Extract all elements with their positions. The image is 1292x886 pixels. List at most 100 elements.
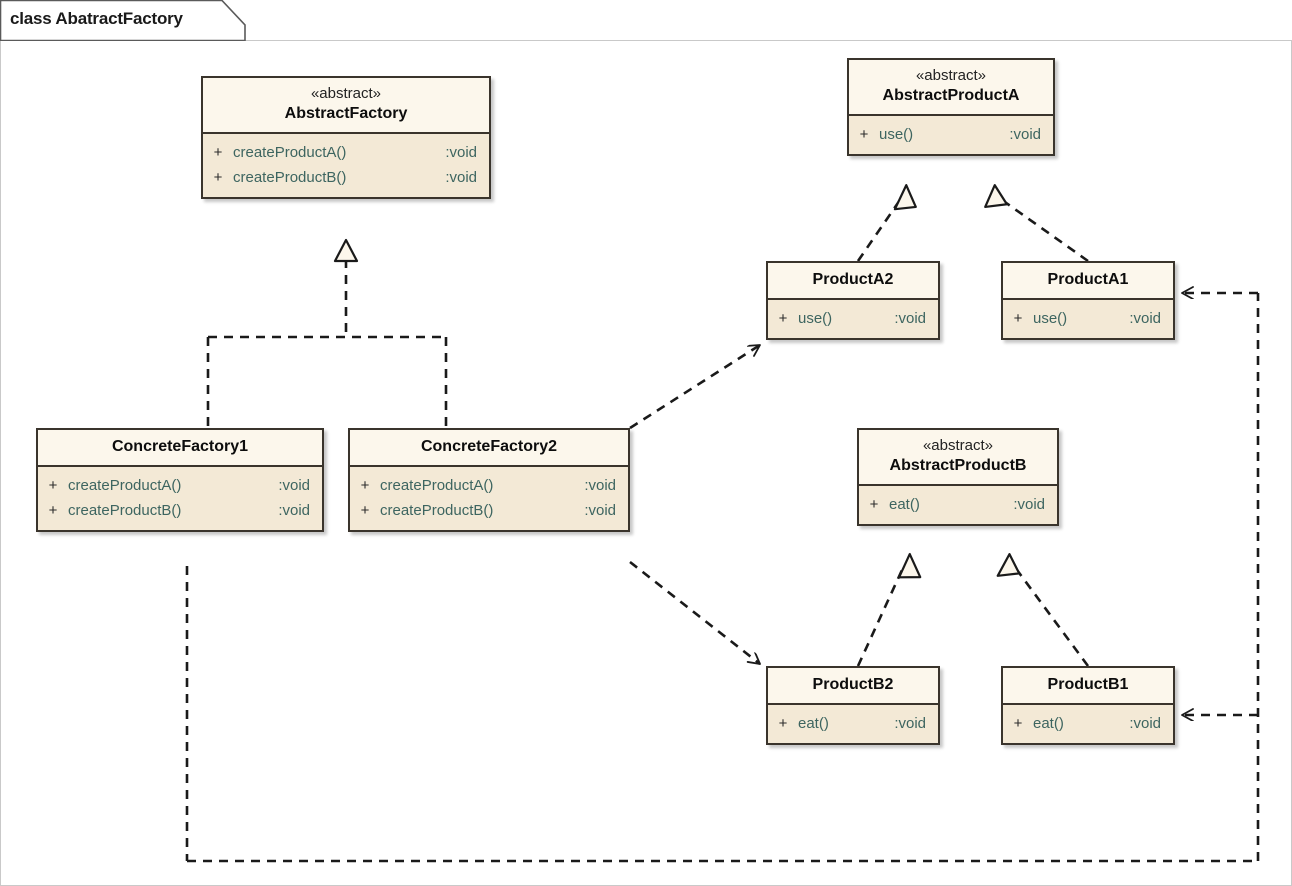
member-type: :void	[1129, 715, 1161, 732]
class-members-abstractproductb: + eat() :void	[859, 486, 1057, 524]
link-concretefactories-realize-abstractfactory	[206, 259, 448, 428]
member-visibility: +	[869, 496, 879, 513]
class-header-abstractproducta: «abstract» AbstractProductA	[849, 60, 1053, 116]
member-visibility: +	[48, 477, 58, 494]
class-member: + use() :void	[1003, 306, 1173, 331]
class-member: + createProductB() :void	[350, 498, 628, 523]
class-member: + use() :void	[768, 306, 938, 331]
class-name: ProductA2	[812, 271, 894, 288]
member-visibility: +	[48, 502, 58, 519]
member-type: :void	[894, 310, 926, 327]
class-members-abstractproducta: + use() :void	[849, 116, 1053, 154]
member-type: :void	[1009, 126, 1041, 143]
class-member: + createProductA() :void	[350, 473, 628, 498]
member-type: :void	[278, 477, 310, 494]
class-header-productb1: ProductB1	[1003, 668, 1173, 705]
frame-title-label: class AbatractFactory	[10, 9, 183, 28]
class-header-abstractproductb: «abstract» AbstractProductB	[859, 430, 1057, 486]
class-box-producta2[interactable]: ProductA2 + use() :void	[766, 261, 940, 340]
arrowhead-hollow-triangle-apa-left	[893, 184, 917, 211]
link-concretefactory1-uses-producta1	[185, 293, 1260, 863]
member-type: :void	[1129, 310, 1161, 327]
class-member: + createProductB() :void	[38, 498, 322, 523]
member-visibility: +	[859, 126, 869, 143]
class-header-producta2: ProductA2	[768, 263, 938, 300]
class-box-abstractfactory[interactable]: «abstract» AbstractFactory + createProdu…	[201, 76, 491, 199]
diagram-frame-tab: class AbatractFactory	[0, 0, 248, 42]
class-name: ProductA1	[1047, 271, 1129, 288]
member-visibility: +	[213, 169, 223, 186]
class-box-abstractproducta[interactable]: «abstract» AbstractProductA + use() :voi…	[847, 58, 1055, 156]
class-members-concretefactory2: + createProductA() :void + createProduct…	[350, 467, 628, 530]
class-name: ProductB2	[812, 676, 894, 693]
member-name: use()	[1033, 310, 1068, 327]
arrowhead-hollow-triangle-apb-right	[996, 552, 1021, 577]
member-name: createProductB()	[380, 502, 494, 519]
link-concretefactory2-uses-productb2	[629, 560, 760, 666]
link-producta1-realizes-abstractproducta	[1001, 198, 1089, 263]
class-header-productb2: ProductB2	[768, 668, 938, 705]
class-box-concretefactory2[interactable]: ConcreteFactory2 + createProductA() :voi…	[348, 428, 630, 532]
class-member: + use() :void	[849, 122, 1053, 147]
member-name: eat()	[889, 496, 920, 513]
member-type: :void	[445, 169, 477, 186]
member-name: createProductA()	[380, 477, 494, 494]
arrowhead-hollow-triangle-apb-left	[898, 552, 922, 579]
class-members-concretefactory1: + createProductA() :void + createProduct…	[38, 467, 322, 530]
class-name: AbstractProductA	[882, 87, 1020, 104]
class-box-abstractproductb[interactable]: «abstract» AbstractProductB + eat() :voi…	[857, 428, 1059, 526]
member-name: createProductB()	[233, 169, 347, 186]
class-stereotype: «abstract»	[915, 67, 987, 84]
class-name: ProductB1	[1047, 676, 1129, 693]
class-header-abstractfactory: «abstract» AbstractFactory	[203, 78, 489, 134]
member-type: :void	[278, 502, 310, 519]
class-members-productb1: + eat() :void	[1003, 705, 1173, 743]
class-box-productb1[interactable]: ProductB1 + eat() :void	[1001, 666, 1175, 745]
class-name: ConcreteFactory2	[420, 438, 558, 455]
class-member: + eat() :void	[768, 711, 938, 736]
class-name: ConcreteFactory1	[111, 438, 249, 455]
link-concretefactory2-uses-producta2	[629, 343, 760, 430]
member-visibility: +	[1013, 310, 1023, 327]
class-members-producta1: + use() :void	[1003, 300, 1173, 338]
class-members-producta2: + use() :void	[768, 300, 938, 338]
member-type: :void	[584, 502, 616, 519]
member-visibility: +	[778, 715, 788, 732]
member-name: use()	[798, 310, 833, 327]
class-box-productb2[interactable]: ProductB2 + eat() :void	[766, 666, 940, 745]
member-visibility: +	[213, 144, 223, 161]
class-member: + eat() :void	[1003, 711, 1173, 736]
class-member: + eat() :void	[859, 492, 1057, 517]
member-type: :void	[445, 144, 477, 161]
link-productb1-realizes-abstractproductb	[1015, 569, 1090, 667]
class-member: + createProductA() :void	[38, 473, 322, 498]
member-name: eat()	[798, 715, 829, 732]
member-type: :void	[894, 715, 926, 732]
class-box-producta1[interactable]: ProductA1 + use() :void	[1001, 261, 1175, 340]
member-type: :void	[584, 477, 616, 494]
class-box-concretefactory1[interactable]: ConcreteFactory1 + createProductA() :voi…	[36, 428, 324, 532]
member-visibility: +	[778, 310, 788, 327]
arrowhead-hollow-triangle-abstractfactory	[333, 238, 359, 263]
class-stereotype: «abstract»	[310, 85, 382, 102]
class-header-concretefactory2: ConcreteFactory2	[350, 430, 628, 467]
class-name: AbstractFactory	[284, 105, 408, 122]
member-visibility: +	[360, 477, 370, 494]
class-stereotype: «abstract»	[922, 437, 994, 454]
class-member: + createProductB() :void	[203, 165, 489, 190]
member-name: createProductA()	[68, 477, 182, 494]
arrowhead-hollow-triangle-apa-right	[984, 184, 1008, 209]
class-name: AbstractProductB	[889, 457, 1027, 474]
member-type: :void	[1013, 496, 1045, 513]
member-visibility: +	[1013, 715, 1023, 732]
class-member: + createProductA() :void	[203, 140, 489, 165]
link-producta2-realizes-abstractproducta	[856, 199, 902, 262]
class-header-producta1: ProductA1	[1003, 263, 1173, 300]
member-visibility: +	[360, 502, 370, 519]
member-name: createProductB()	[68, 502, 182, 519]
class-header-concretefactory1: ConcreteFactory1	[38, 430, 322, 467]
class-members-abstractfactory: + createProductA() :void + createProduct…	[203, 134, 489, 197]
link-productb2-realizes-abstractproductb	[856, 569, 904, 667]
class-members-productb2: + eat() :void	[768, 705, 938, 743]
member-name: createProductA()	[233, 144, 347, 161]
